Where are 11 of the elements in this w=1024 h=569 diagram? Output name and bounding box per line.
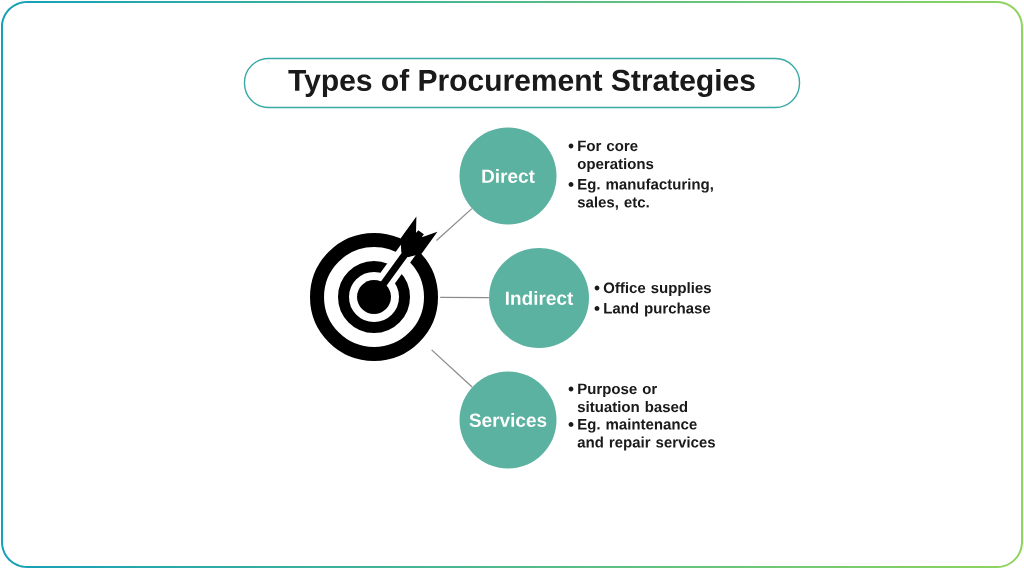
connector-line [435,208,473,242]
bullet-text: Eg. maintenance and repair services [577,418,715,451]
title: Types of Procurement Strategies [243,57,801,109]
target-icon [310,216,438,361]
bullet-text: Land purchase [604,302,711,317]
bullet-text: Eg. manufacturing, sales, etc. [577,178,713,210]
bullet-text: Office supplies [603,282,711,297]
connector-line [439,296,490,299]
connector-line [430,349,473,388]
bullet-text: Purpose or situation based [577,383,688,413]
bullet-text: For core operations [577,140,654,173]
